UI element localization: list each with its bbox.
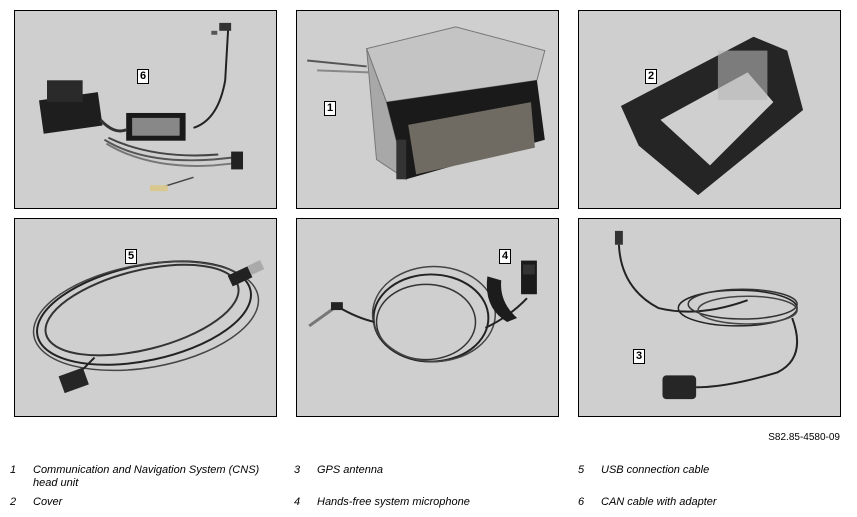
legend-num-1: 1 bbox=[10, 464, 17, 476]
callout-3: 3 bbox=[633, 349, 645, 364]
panel-gps-antenna: 3 bbox=[578, 218, 841, 417]
legend-text-4: Hands-free system microphone bbox=[317, 496, 470, 508]
legend-num-2: 2 bbox=[10, 496, 17, 508]
callout-2: 2 bbox=[645, 69, 657, 84]
figure-reference: S82.85-4580-09 bbox=[768, 432, 840, 443]
usb-cable-illustration bbox=[32, 260, 265, 394]
panel-usb-cable: 5 bbox=[14, 218, 277, 417]
callout-5: 5 bbox=[125, 249, 137, 264]
legend-text-5: USB connection cable bbox=[601, 464, 710, 476]
legend-text-3: GPS antenna bbox=[317, 464, 384, 476]
panel-cover: 2 bbox=[578, 10, 841, 209]
panel-head-unit: 1 bbox=[296, 10, 559, 209]
gps-antenna-illustration bbox=[614, 230, 799, 400]
legend-num-6: 6 bbox=[578, 496, 585, 508]
panel-microphone: 4 bbox=[296, 218, 559, 417]
microphone-illustration bbox=[308, 260, 537, 363]
legend-num-5: 5 bbox=[578, 464, 585, 476]
legend-num-3: 3 bbox=[294, 464, 301, 476]
cover-illustration bbox=[620, 36, 804, 196]
legend-num-4: 4 bbox=[294, 496, 301, 508]
callout-4: 4 bbox=[499, 249, 511, 264]
panel-can-cable: 6 bbox=[14, 10, 277, 209]
head-unit-illustration bbox=[307, 26, 546, 181]
callout-6: 6 bbox=[137, 69, 149, 84]
can-cable-illustration bbox=[39, 22, 244, 192]
callout-1: 1 bbox=[324, 101, 336, 116]
legend-text-6: CAN cable with adapter bbox=[601, 496, 717, 508]
legend-text-2: Cover bbox=[33, 496, 63, 508]
legend-text-1: Communication and Navigation System (CNS… bbox=[33, 464, 260, 489]
